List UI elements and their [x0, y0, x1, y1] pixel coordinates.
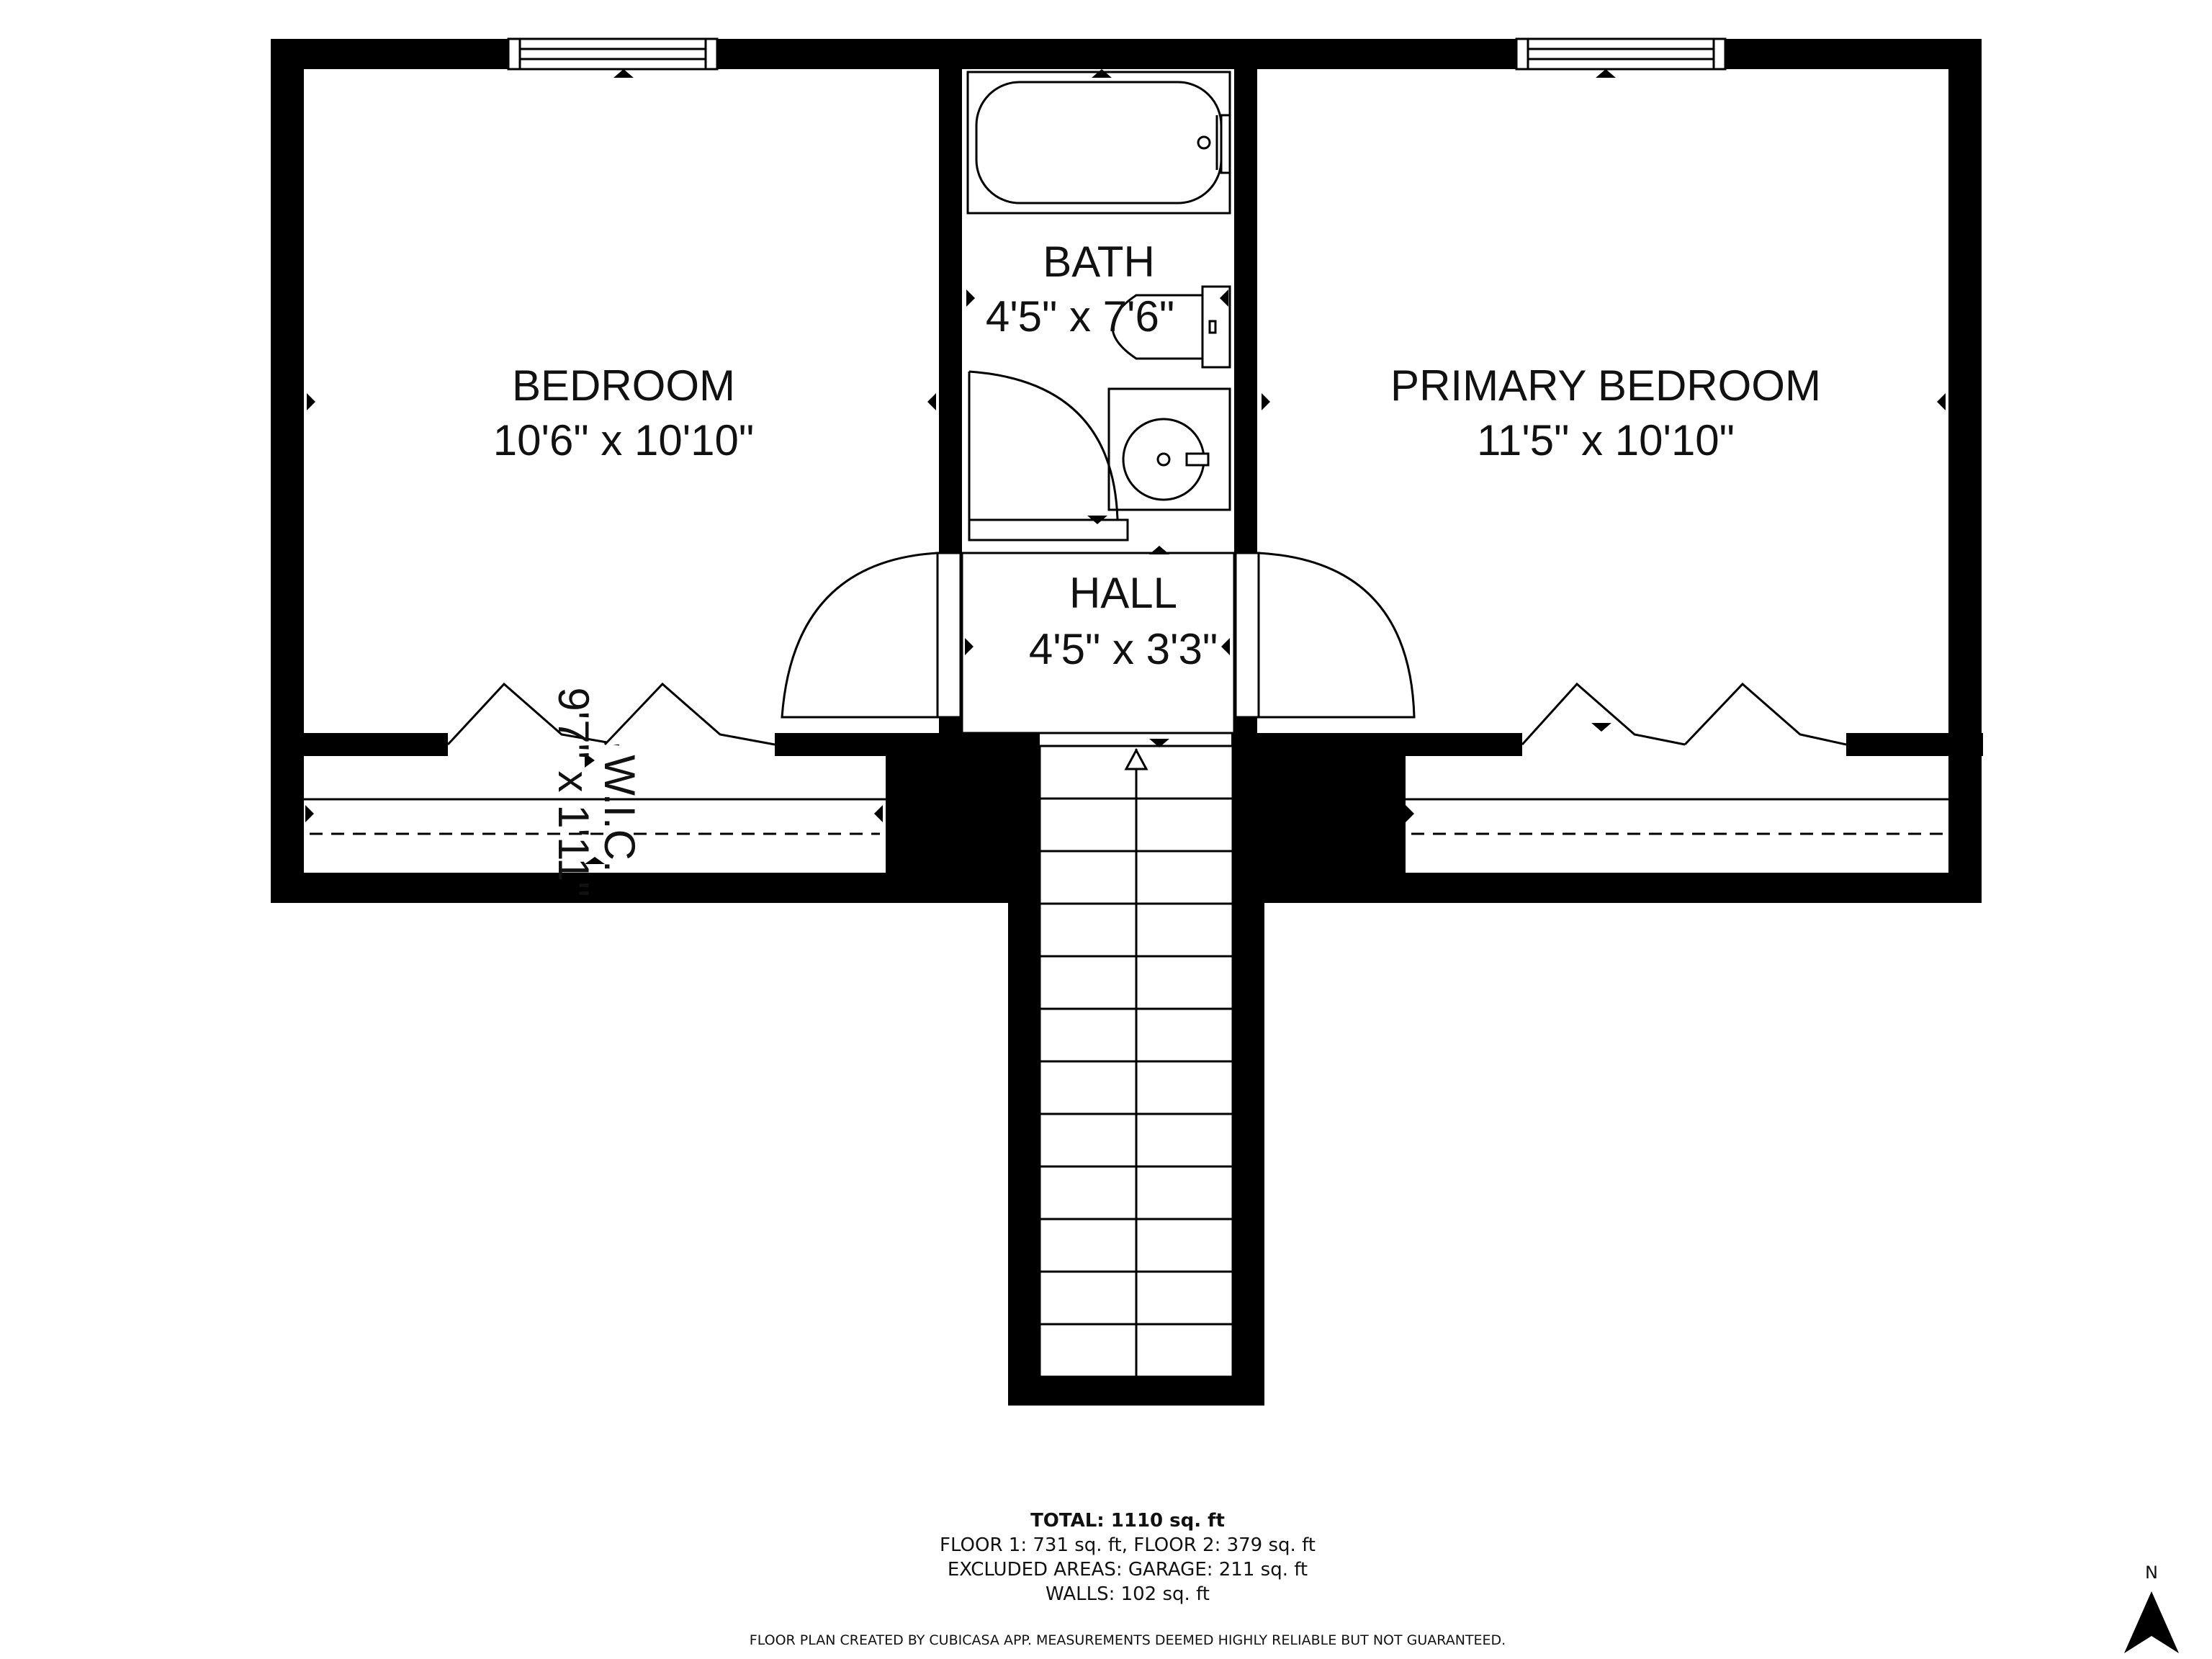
bedroom-name: BEDROOM	[512, 361, 735, 410]
summary-floors: FLOOR 1: 731 sq. ft, FLOOR 2: 379 sq. ft	[940, 1534, 1316, 1556]
walls	[271, 39, 1983, 1406]
dimension-markers	[305, 69, 1946, 864]
wic-size: 9'7" x 1'11"	[549, 687, 598, 896]
primary-closet	[1406, 756, 1948, 873]
summary-excluded: EXCLUDED AREAS: GARAGE: 211 sq. ft	[948, 1559, 1308, 1581]
window-primary-bedroom	[1515, 37, 1727, 71]
bedroom-closet-doors	[446, 682, 775, 756]
wic-closet	[304, 756, 886, 873]
bedroom-size: 10'6" x 10'10"	[493, 416, 754, 464]
hall-name: HALL	[1069, 569, 1177, 617]
primary-bedroom-door	[1234, 552, 1416, 719]
disclaimer: FLOOR PLAN CREATED BY CUBICASA APP. MEAS…	[750, 1632, 1506, 1648]
bath-name: BATH	[1043, 238, 1155, 286]
primary-closet-doors	[1521, 682, 1847, 756]
toilet	[1111, 285, 1231, 369]
stair-direction-arrow-icon	[1124, 747, 1148, 770]
bedroom-door	[781, 552, 962, 719]
hall-floor	[961, 552, 1236, 734]
sink	[1107, 387, 1231, 511]
north-label: N	[2145, 1563, 2158, 1583]
staircase	[1038, 745, 1234, 1378]
bathtub	[966, 71, 1231, 215]
bath-size: 4'5" x 7'6"	[986, 292, 1174, 341]
primary-bedroom-name: PRIMARY BEDROOM	[1390, 361, 1821, 410]
bath-door	[968, 370, 1129, 541]
summary-total: TOTAL: 1110 sq. ft	[1030, 1510, 1225, 1532]
hall-size: 4'5" x 3'3"	[1029, 625, 1218, 673]
primary-bedroom-size: 11'5" x 10'10"	[1477, 416, 1735, 464]
summary-walls: WALLS: 102 sq. ft	[1046, 1583, 1210, 1605]
north-arrow-icon	[2124, 1591, 2179, 1653]
window-bedroom	[507, 37, 719, 71]
wic-name: W.I.C.	[595, 755, 644, 872]
